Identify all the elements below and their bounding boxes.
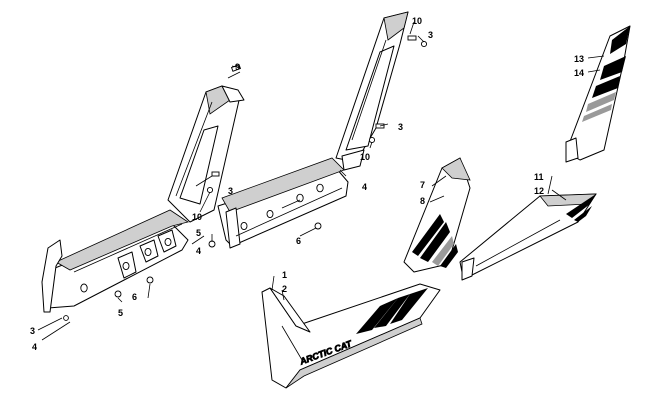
callout-1: 1 <box>282 270 287 280</box>
panel-stripe-3 <box>390 288 428 324</box>
callout-3-top: 3 <box>428 30 433 40</box>
upper-stripe-3 <box>592 76 620 98</box>
leader-lines <box>37 21 605 341</box>
middle-stripe-2 <box>420 222 450 262</box>
callout-10-left: 10 <box>192 212 202 222</box>
upper-stripe-1 <box>610 26 630 54</box>
middle-stripe-3 <box>432 236 454 266</box>
callout-3-bottom: 3 <box>30 326 35 336</box>
washer-5b <box>114 290 122 298</box>
callout-3-left: 3 <box>228 186 233 196</box>
screw-3-left <box>211 171 220 177</box>
left-hole-3 <box>144 247 152 257</box>
screw-10-top <box>407 35 417 41</box>
left-front-flange <box>41 239 63 313</box>
callout-2: 2 <box>282 284 287 294</box>
left-hole-2 <box>122 261 130 271</box>
upper-right-panel <box>565 25 631 163</box>
screw-9 <box>230 64 242 72</box>
callout-8: 8 <box>420 196 425 206</box>
front-side-panel: ARCTIC CAT <box>261 283 441 389</box>
right-lower-panel <box>459 193 597 281</box>
side-panel-top-lip <box>269 287 311 333</box>
callout-12: 12 <box>534 186 544 196</box>
nut-3-top <box>420 40 428 48</box>
center-hole-2 <box>266 209 274 219</box>
right-lower-tab <box>461 257 475 281</box>
callout-5-left: 5 <box>118 308 123 318</box>
left-upright-inner <box>179 125 219 205</box>
upper-right-foot <box>565 137 579 163</box>
callout-4-bottom: 4 <box>32 342 37 352</box>
center-upright-face <box>383 11 409 41</box>
center-upright-foot <box>341 149 365 171</box>
callout-10-top: 10 <box>412 16 422 26</box>
center-hole-3 <box>296 193 304 203</box>
center-hole-1 <box>240 221 248 231</box>
callout-13: 13 <box>574 54 584 64</box>
left-hole-1 <box>80 283 88 293</box>
upper-stripe-5 <box>582 104 612 122</box>
right-lower-stripe-1 <box>566 194 596 218</box>
middle-stripe-1 <box>412 214 444 256</box>
left-upright-top-lip <box>221 85 245 103</box>
callout-6-center: 6 <box>296 236 301 246</box>
nut-6a <box>146 276 154 284</box>
callout-4-center: 4 <box>362 182 367 192</box>
left-hole-4 <box>164 237 172 247</box>
middle-striped-panel <box>403 157 471 273</box>
callout-10-mid: 10 <box>360 152 370 162</box>
nut-6b <box>314 222 322 230</box>
upper-stripe-4 <box>586 92 616 112</box>
callout-4-left: 4 <box>196 246 201 256</box>
callout-5-center: 5 <box>196 228 201 238</box>
center-upright-inner <box>345 45 395 151</box>
callout-labels: 9 10 3 3 10 3 10 4 5 6 4 6 5 3 4 1 2 7 8… <box>30 16 584 352</box>
panel-stripe-1 <box>356 298 398 334</box>
callout-7: 7 <box>420 180 425 190</box>
left-bracket-assembly <box>41 85 245 313</box>
right-lower-stripe-2 <box>574 206 592 222</box>
panel-lower-edge <box>285 317 423 389</box>
middle-panel-top <box>441 157 471 181</box>
center-hole-4 <box>316 183 324 193</box>
callout-6-left: 6 <box>132 292 137 302</box>
panel-stripe-2 <box>374 294 410 328</box>
screw-3-bottom <box>63 315 69 321</box>
callout-14: 14 <box>574 68 584 78</box>
nut-10-mid <box>368 136 376 144</box>
nut-10-left <box>206 186 214 194</box>
callout-9: 9 <box>235 62 240 72</box>
center-bracket-assembly <box>217 11 409 249</box>
callout-3-mid: 3 <box>398 122 403 132</box>
callout-11: 11 <box>534 172 544 182</box>
upper-stripe-2 <box>600 56 626 80</box>
left-base-panel-top <box>55 209 189 271</box>
middle-stripe-4 <box>440 244 458 268</box>
center-rail-end-tab <box>225 207 241 249</box>
